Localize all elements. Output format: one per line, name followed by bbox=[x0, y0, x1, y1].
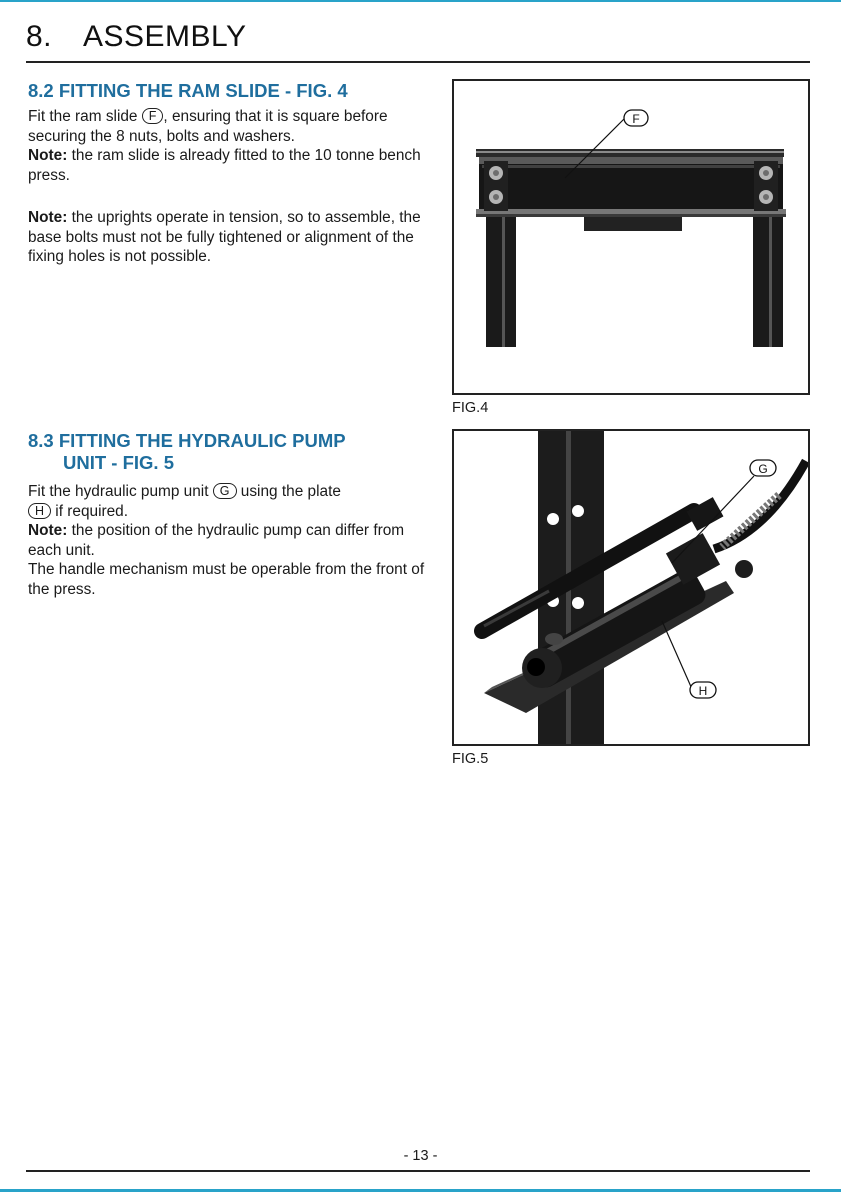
section-title: ASSEMBLY bbox=[83, 20, 247, 53]
bolt-icon bbox=[759, 166, 773, 180]
para-text: , ensuring that it is square before secu… bbox=[28, 108, 388, 145]
title-rule bbox=[26, 61, 810, 63]
section-8-3-paragraph: Fit the hydraulic pump unit G using the … bbox=[28, 482, 438, 599]
section-8-2-paragraph: Fit the ram slide F, ensuring that it is… bbox=[28, 107, 438, 185]
ram-slide-illustration: F bbox=[454, 81, 808, 393]
callout-f-badge bbox=[623, 109, 649, 127]
note-label: Note: bbox=[28, 522, 68, 539]
bolt-icon bbox=[759, 190, 773, 204]
ref-g-badge: G bbox=[212, 483, 237, 499]
note-text: the uprights operate in tension, so to a… bbox=[28, 209, 421, 265]
section-number: 8. bbox=[26, 20, 53, 53]
bottom-accent-bar bbox=[0, 1189, 841, 1192]
para-text: if required. bbox=[51, 502, 129, 520]
heading-line-2: UNIT - FIG. 5 bbox=[63, 452, 174, 473]
para-text: Fit the ram slide bbox=[28, 108, 142, 125]
ref-h-badge: H bbox=[28, 502, 52, 519]
heading-line-1: 8.3 FITTING THE HYDRAULIC PUMP bbox=[28, 430, 346, 451]
top-accent-bar bbox=[0, 0, 841, 2]
figure-4-caption: FIG.4 bbox=[452, 400, 489, 416]
footer-rule bbox=[26, 1170, 810, 1172]
page-number: - 13 - bbox=[403, 1148, 438, 1164]
callout-h-badge bbox=[689, 681, 717, 699]
note-text: the position of the hydraulic pump can d… bbox=[28, 522, 405, 559]
page-title: 8. ASSEMBLY bbox=[26, 20, 247, 54]
note-label: Note: bbox=[28, 147, 68, 164]
bolt-icon bbox=[489, 166, 503, 180]
callout-g-label: G bbox=[758, 462, 767, 476]
note-text: the ram slide is already fitted to the 1… bbox=[28, 147, 421, 184]
figure-4-photo: F bbox=[452, 79, 810, 395]
para-text: Fit the hydraulic pump unit bbox=[28, 483, 213, 500]
figure-5-photo: G H bbox=[452, 429, 810, 746]
bolt-icon bbox=[489, 190, 503, 204]
handle-text: The handle mechanism must be operable fr… bbox=[28, 561, 425, 598]
section-8-2-heading: 8.2 FITTING THE RAM SLIDE - FIG. 4 bbox=[28, 80, 348, 101]
section-8-2-note: Note: the uprights operate in tension, s… bbox=[28, 208, 438, 267]
figure-5-caption: FIG.5 bbox=[452, 751, 489, 767]
hydraulic-pump-illustration: G H bbox=[454, 431, 808, 744]
ref-f-badge: F bbox=[141, 108, 164, 124]
para-text: using the plate bbox=[236, 483, 341, 500]
callout-f-label: F bbox=[632, 112, 639, 126]
callout-g-badge bbox=[749, 459, 777, 477]
callout-h-label: H bbox=[699, 684, 708, 698]
note-label: Note: bbox=[28, 209, 68, 226]
